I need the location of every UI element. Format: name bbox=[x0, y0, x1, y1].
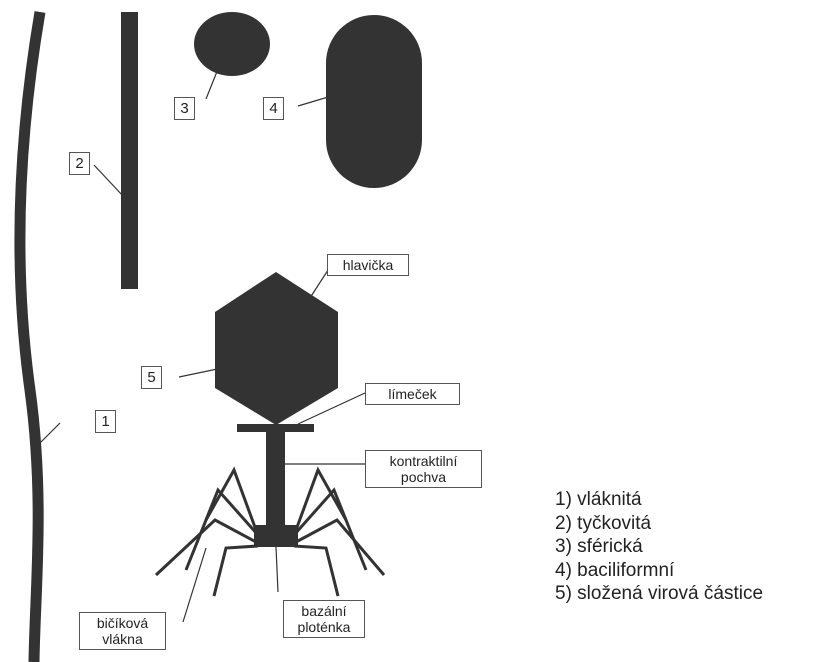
phage-head-shape bbox=[215, 272, 338, 425]
phage-sheath-shape bbox=[266, 432, 285, 527]
phage-baseplate-shape bbox=[254, 525, 298, 547]
label-baseplate-line2: ploténka bbox=[288, 619, 360, 635]
label-sheath-line2: pochva bbox=[370, 469, 477, 485]
phage-collar-shape bbox=[237, 424, 314, 432]
label-head: hlavička bbox=[327, 254, 409, 276]
tag-4: 4 bbox=[263, 97, 284, 120]
legend: 1) vláknitá 2) tyčkovitá 3) sférická 4) … bbox=[555, 488, 763, 606]
label-sheath-line1: kontraktilní bbox=[370, 453, 477, 469]
label-fibers-line1: bičíková bbox=[84, 615, 161, 631]
legend-item-4: 4) baciliformní bbox=[555, 559, 763, 583]
label-baseplate: bazální ploténka bbox=[283, 600, 365, 638]
legend-item-3: 3) sférická bbox=[555, 535, 763, 559]
legend-item-1: 1) vláknitá bbox=[555, 488, 763, 512]
label-head-text: hlavička bbox=[343, 257, 394, 273]
label-sheath: kontraktilní pochva bbox=[365, 450, 482, 488]
tag-3: 3 bbox=[174, 97, 195, 120]
legend-item-5: 5) složená virová částice bbox=[555, 582, 763, 606]
legend-item-2: 2) tyčkovitá bbox=[555, 512, 763, 536]
filamentous-virus-shape bbox=[20, 12, 40, 662]
label-fibers: bičíková vlákna bbox=[79, 612, 166, 650]
spherical-virus-shape bbox=[194, 12, 270, 76]
label-collar: límeček bbox=[365, 383, 460, 405]
tag-1: 1 bbox=[95, 410, 116, 433]
label-fibers-line2: vlákna bbox=[84, 631, 161, 647]
tag-2: 2 bbox=[69, 152, 90, 175]
bacilliform-virus-shape bbox=[326, 15, 422, 188]
label-baseplate-line1: bazální bbox=[288, 603, 360, 619]
label-collar-text: límeček bbox=[388, 386, 436, 402]
rod-virus-shape bbox=[121, 12, 138, 289]
tag-5: 5 bbox=[141, 366, 162, 389]
